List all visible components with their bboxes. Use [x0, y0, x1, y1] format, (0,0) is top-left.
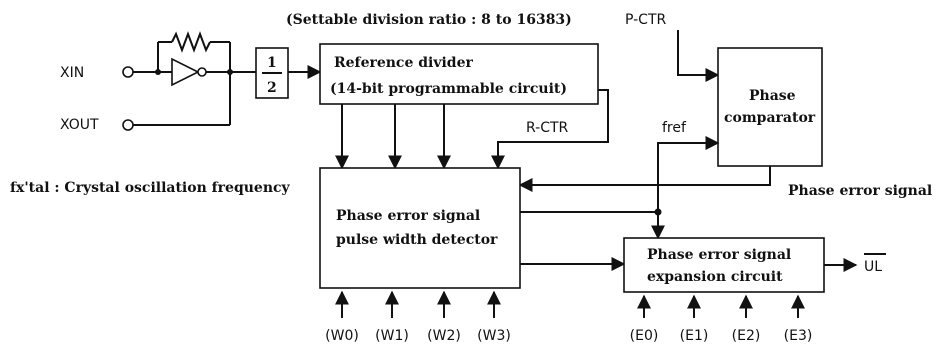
p-ctr-arrow [677, 30, 720, 82]
pulse-det-line1: Phase error signal [336, 208, 480, 224]
e0-label: (E0) [630, 328, 659, 344]
division-ratio-note: (Settable division ratio : 8 to 16383) [286, 12, 572, 28]
inverter-bubble [197, 67, 207, 77]
phase-error-signal-label: Phase error signal [788, 183, 932, 199]
feedback-resistor [171, 31, 211, 53]
p-ctr-label: P-CTR [625, 12, 667, 28]
pulse-det-line2: pulse width detector [336, 232, 498, 248]
w1-label: (W1) [375, 328, 409, 344]
phase-comp-line2: comparator [724, 110, 816, 126]
half-divider-num: 1 [267, 55, 277, 71]
phase-comp-line1: Phase [749, 88, 796, 104]
w2-label: (W2) [427, 328, 461, 344]
e3-label: (E3) [784, 328, 813, 344]
fref-label: fref [662, 120, 687, 136]
xin-terminal [122, 66, 134, 78]
r-ctr-label: R-CTR [526, 120, 569, 136]
ref-divider-subtitle: (14-bit programmable circuit) [330, 81, 567, 97]
phase-comparator-box [717, 47, 823, 167]
crystal-note: fx'tal : Crystal oscillation frequency [10, 180, 291, 196]
fref-arrow [657, 136, 720, 212]
pulse-width-detector-box [319, 167, 521, 289]
reference-divider-box [319, 43, 599, 105]
ref-divider-title: Reference divider [334, 55, 473, 71]
e1-label: (E1) [680, 328, 709, 344]
junction-dot [227, 69, 233, 75]
xin-label: XIN [60, 65, 84, 81]
phase-error-feedback-arrow [518, 166, 771, 192]
r-ctr-wire [491, 89, 609, 170]
w3-label: (W3) [477, 328, 511, 344]
xout-terminal [122, 119, 134, 131]
expansion-line2: expansion circuit [647, 269, 783, 285]
inverter-triangle [171, 57, 200, 87]
half-divider-den: 2 [267, 80, 277, 96]
expansion-line1: Phase error signal [647, 247, 791, 263]
w0-label: (W0) [325, 328, 359, 344]
e2-label: (E2) [732, 328, 761, 344]
ul-label: UL [864, 259, 882, 275]
xout-label: XOUT [60, 117, 99, 133]
